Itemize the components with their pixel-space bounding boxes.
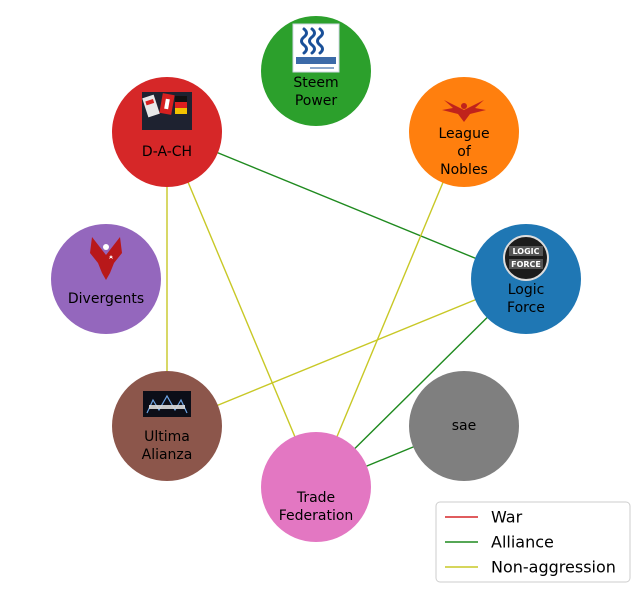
node-label-league-of-nobles: Nobles — [440, 162, 488, 178]
node-circle-league-of-nobles — [409, 77, 519, 187]
edge-non-aggression-d-a-ch-trade-federation — [166, 131, 317, 488]
node-label-divergents: Divergents — [68, 291, 144, 307]
node-label-steem-power: Power — [295, 93, 338, 109]
node-label-league-of-nobles: of — [457, 144, 472, 160]
node-circle-sae — [409, 371, 519, 481]
node-circle-trade-federation — [261, 432, 371, 542]
dach-flags-icon — [142, 92, 192, 130]
logic-force-badge-icon: LOGIC FORCE — [503, 235, 549, 281]
node-label-ultima-alianza: Ultima — [144, 429, 190, 445]
node-label-logic-force: Force — [507, 300, 545, 316]
node-divergents: Divergents — [51, 224, 161, 334]
node-circle-ultima-alianza — [112, 371, 222, 481]
node-label-steem-power: Steem — [293, 75, 338, 91]
legend-label-war: War — [491, 508, 523, 527]
node-label-logic-force: Logic — [508, 282, 545, 298]
node-label-d-a-ch: D-A-CH — [142, 144, 192, 160]
node-sae: sae — [409, 371, 519, 481]
legend-label-alliance: Alliance — [491, 533, 554, 552]
phoenix-emblem-icon — [442, 100, 486, 122]
legend-label-non-aggression: Non-aggression — [491, 558, 616, 577]
ultima-alianza-banner-icon — [143, 391, 191, 417]
red-phoenix-icon — [90, 237, 122, 280]
node-d-a-ch: D-A-CH — [112, 77, 222, 187]
node-label-sae: sae — [452, 418, 477, 434]
edge-non-aggression-logic-force-ultima-alianza — [166, 278, 527, 427]
edge-alliance-d-a-ch-logic-force — [166, 131, 527, 280]
node-label-league-of-nobles: League — [438, 126, 489, 142]
node-label-trade-federation: Trade — [296, 490, 335, 506]
svg-text:LOGIC: LOGIC — [512, 247, 539, 256]
edge-non-aggression-league-of-nobles-trade-federation — [315, 131, 465, 488]
node-label-trade-federation: Federation — [279, 508, 354, 524]
node-circle-d-a-ch — [112, 77, 222, 187]
svg-text:FORCE: FORCE — [511, 260, 541, 269]
node-label-ultima-alianza: Alianza — [142, 447, 193, 463]
steem-logo-icon — [292, 23, 340, 73]
legend-box — [435, 501, 631, 583]
